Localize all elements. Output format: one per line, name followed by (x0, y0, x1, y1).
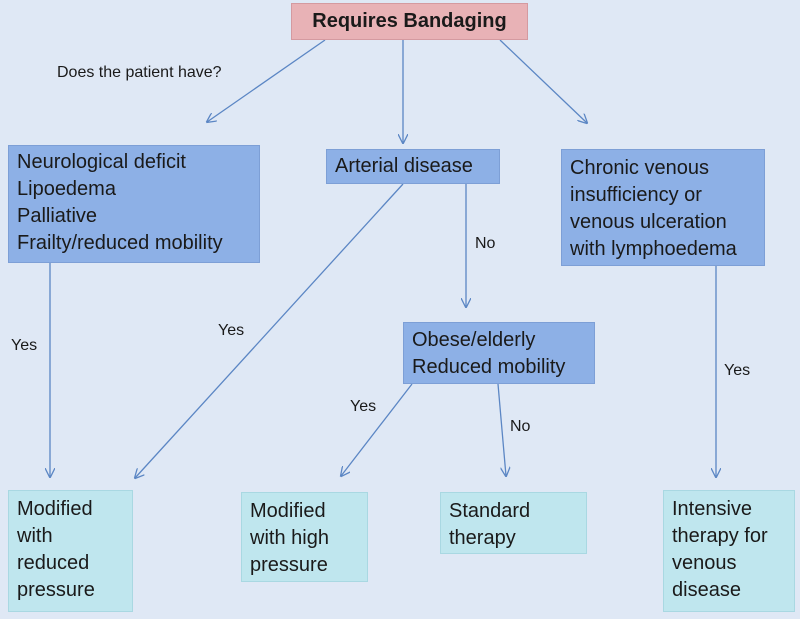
node-text-line: Modified (17, 498, 93, 520)
node-text-line: therapy (449, 527, 516, 549)
edge-label-no-obese: No (510, 418, 531, 435)
node-text-line: Frailty/reduced mobility (17, 232, 223, 254)
node-text-line: Obese/elderly (412, 329, 536, 351)
edge-label-yes-arterial: Yes (218, 322, 245, 339)
node-text-line: Standard (449, 500, 531, 522)
root-label: Requires Bandaging (312, 10, 507, 32)
edge-label-yes-chronic: Yes (724, 362, 751, 379)
node-text-line: reduced (17, 552, 90, 574)
root-node: Requires Bandaging (291, 3, 528, 40)
node-text-line: Neurological deficit (17, 151, 186, 173)
node-text-line: with high (250, 527, 329, 549)
node-arterial-disease: Arterial disease (326, 149, 500, 184)
arrow-obese-to-standard (497, 383, 506, 476)
node-text-line: with (17, 525, 53, 547)
arrow-arterial-to-mod-reduced (135, 183, 404, 478)
node-text-line: insufficiency or (570, 184, 702, 206)
node-text-line: disease (672, 579, 741, 601)
edge-label-yes-obese: Yes (350, 398, 377, 415)
outcome-intensive-therapy: Intensive therapy for venous disease (663, 490, 795, 612)
node-chronic-venous: Chronic venous insufficiency or venous u… (561, 149, 765, 266)
question-label: Does the patient have? (57, 64, 222, 81)
outcome-standard-therapy: Standard therapy (440, 492, 587, 554)
arrow-obese-to-mod-high (341, 383, 413, 476)
node-text-line: Reduced mobility (412, 356, 566, 378)
node-text-line: venous ulceration (570, 211, 727, 233)
node-text-line: Modified (250, 500, 326, 522)
node-text-line: pressure (250, 554, 328, 576)
edge-label-no-arterial: No (475, 235, 496, 252)
edge-label-yes-neuro: Yes (11, 337, 38, 354)
node-text-line: Arterial disease (335, 155, 473, 177)
outcome-modified-reduced-pressure: Modified with reduced pressure (8, 490, 133, 612)
node-text-line: therapy for (672, 525, 768, 547)
node-text-line: Palliative (17, 205, 98, 227)
node-text-line: venous (672, 552, 737, 574)
arrow-root-to-neuro (207, 39, 326, 122)
node-neuro-conditions: Neurological deficit Lipoedema Palliativ… (8, 145, 260, 263)
node-text-line: Intensive (672, 498, 753, 520)
outcome-modified-high-pressure: Modified with high pressure (241, 492, 368, 582)
node-text-line: Lipoedema (17, 178, 116, 200)
node-obese-elderly: Obese/elderly Reduced mobility (403, 322, 595, 384)
node-text-line: with lymphoedema (570, 238, 737, 260)
node-text-line: pressure (17, 579, 95, 601)
node-text-line: Chronic venous (570, 157, 709, 179)
arrow-root-to-chronic (499, 39, 587, 123)
